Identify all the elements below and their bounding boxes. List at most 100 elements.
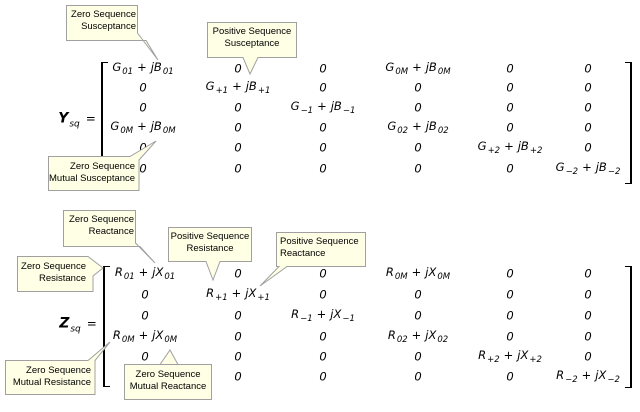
plus-operator: +	[137, 118, 147, 133]
imag-part-subscript: +1	[257, 292, 270, 303]
real-part-symbol: G	[112, 59, 122, 74]
z-symbol: Z	[59, 315, 70, 332]
matrix-cell-zero: 0	[234, 329, 242, 344]
real-part-symbol: G	[385, 59, 395, 74]
matrix-cell-zero: 0	[584, 61, 592, 76]
y-matrix-right-bracket	[625, 62, 632, 184]
matrix-cell-zero: 0	[139, 140, 147, 155]
imag-part-symbol: jX	[330, 306, 342, 321]
imag-part-subscript: 02	[437, 334, 449, 345]
plus-operator: +	[411, 327, 422, 342]
real-part-subscript: 01	[123, 271, 135, 282]
matrix-cell-zero: 0	[584, 287, 592, 302]
matrix-cell-zero: 0	[506, 161, 514, 176]
equals-sign: =	[86, 316, 97, 331]
matrix-cell-element: R−2+jX−2	[556, 369, 620, 385]
matrix-cell-element: R−1+jX−1	[291, 306, 355, 324]
imag-part-subscript: +2	[529, 145, 543, 156]
matrix-cell-zero: 0	[506, 266, 514, 281]
real-part-subscript: 02	[396, 334, 408, 345]
matrix-cell-zero: 0	[414, 80, 422, 95]
matrix-cell-zero: 0	[414, 349, 422, 364]
matrix-cell-zero: 0	[319, 329, 327, 344]
plus-operator: +	[231, 285, 242, 300]
real-part-subscript: −2	[565, 374, 578, 385]
imag-part-symbol: jX	[425, 264, 437, 279]
callout-line: Reactance	[88, 226, 134, 237]
plus-operator: +	[411, 264, 422, 279]
imag-part-symbol: jB	[150, 118, 162, 133]
real-part-symbol: R	[387, 327, 396, 342]
real-part-subscript: 0M	[121, 334, 135, 345]
matrix-cell-element: R0M+jX0M	[385, 264, 450, 282]
matrix-cell-zero: 0	[584, 329, 592, 344]
matrix-cell-zero: 0	[234, 369, 242, 384]
imag-part-subscript: +1	[257, 85, 271, 96]
matrix-cell-element: G−1+jB−1	[290, 98, 356, 116]
imag-part-symbol: jX	[517, 347, 529, 362]
callout-line: Mutual Reactance	[129, 381, 207, 392]
matrix-cell-zero: 0	[319, 80, 327, 95]
matrix-cell-zero: 0	[234, 120, 242, 135]
matrix-cell-zero: 0	[414, 161, 422, 176]
matrix-cell-zero: 0	[141, 349, 149, 364]
imag-part-symbol: jB	[245, 78, 257, 93]
matrix-cell-zero: 0	[506, 61, 514, 76]
callout-line: Zero Sequence	[135, 369, 201, 380]
imag-part-subscript: 02	[437, 125, 449, 136]
plus-operator: +	[316, 306, 327, 321]
real-part-symbol: G	[290, 98, 300, 113]
plus-operator: +	[137, 59, 147, 74]
real-part-symbol: R	[385, 264, 394, 279]
matrix-cell-zero: 0	[234, 100, 242, 115]
real-part-symbol: G	[387, 118, 397, 133]
matrix-cell-zero: 0	[319, 161, 327, 176]
matrix-cell-zero: 0	[506, 369, 514, 384]
matrix-cell-zero: 0	[319, 266, 327, 281]
matrix-cell-zero: 0	[506, 120, 514, 135]
callout-line: Resistance	[39, 273, 86, 284]
matrix-cell-element: R+1+jX+1	[206, 285, 270, 303]
matrix-cell-zero: 0	[319, 120, 327, 135]
matrix-cell-zero: 0	[234, 161, 242, 176]
callout-line: Resistance	[186, 243, 234, 254]
matrix-cell-element: R+2+jX+2	[478, 347, 542, 365]
real-part-symbol: R	[112, 327, 121, 342]
imag-part-subscript: 01	[162, 66, 174, 77]
callout-line: Zero Sequence	[21, 261, 86, 272]
matrix-cell-zero: 0	[414, 369, 422, 384]
real-part-subscript: 01	[122, 66, 134, 77]
matrix-cell-zero: 0	[506, 80, 514, 95]
imag-part-subscript: +2	[529, 354, 542, 365]
y-subscript: sq	[69, 119, 80, 130]
matrix-cell-zero: 0	[414, 287, 422, 302]
matrix-cell-zero: 0	[141, 287, 149, 302]
matrix-cell-zero: 0	[319, 61, 327, 76]
matrix-cell-zero: 0	[506, 329, 514, 344]
real-part-symbol: R	[114, 264, 123, 279]
real-part-subscript: +1	[215, 85, 229, 96]
matrix-cell-element: R01+jX01	[114, 264, 175, 282]
imag-part-symbol: jB	[517, 138, 529, 153]
imag-part-subscript: −2	[607, 374, 620, 385]
matrix-cell-zero: 0	[234, 308, 242, 323]
real-part-symbol: G	[555, 159, 565, 174]
z-matrix-left-bracket	[103, 266, 110, 387]
matrix-cell-element: G02+jB02	[387, 118, 449, 136]
real-part-subscript: 0M	[120, 125, 134, 136]
matrix-cell-zero: 0	[506, 100, 514, 115]
real-part-subscript: +2	[487, 145, 501, 156]
matrix-cell-zero: 0	[319, 369, 327, 384]
matrix-cell-zero: 0	[584, 308, 592, 323]
matrix-cell-zero: 0	[584, 80, 592, 95]
y-symbol: Y	[58, 110, 69, 127]
real-part-symbol: R	[291, 306, 300, 321]
z-matrix-right-bracket	[625, 266, 632, 388]
matrix-cell-zero: 0	[234, 266, 242, 281]
plus-operator: +	[138, 327, 149, 342]
